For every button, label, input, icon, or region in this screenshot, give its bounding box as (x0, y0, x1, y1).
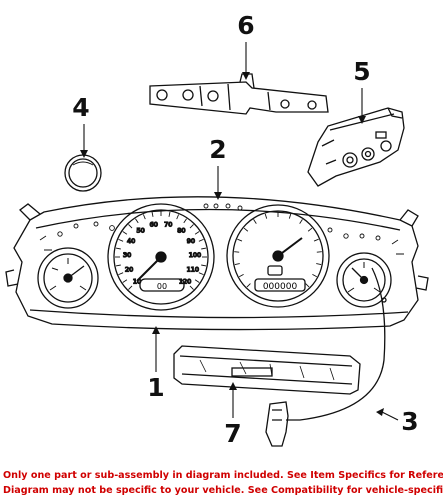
part-7-lens-strip (173, 345, 361, 395)
gauge-tick (305, 283, 310, 288)
warning-indicators (39, 203, 404, 255)
callout-6: 6 (237, 11, 254, 40)
speedometer-label: 80 (177, 226, 185, 234)
callout-1: 1 (147, 373, 164, 402)
gauge-tick (264, 213, 268, 219)
gauge-tick (243, 227, 249, 232)
gauge-tick (316, 263, 322, 266)
speedometer-label: 60 (150, 220, 158, 228)
gauge-tick (118, 272, 124, 276)
gauge-tick (201, 264, 207, 267)
gauge-tick (201, 247, 207, 250)
gauge-tick (307, 227, 313, 232)
gauge-tick (189, 224, 194, 229)
gauge-tick (234, 263, 240, 266)
gauge-tick (198, 272, 204, 276)
gauge-tick (299, 219, 303, 224)
speedometer-label: 120 (179, 278, 191, 286)
gauge-tick (122, 231, 128, 235)
gauge-tick (194, 279, 200, 283)
speedometer-label: 50 (136, 226, 144, 234)
gauge-tick (115, 247, 121, 250)
speedometer-label: 100 (189, 251, 201, 259)
speedometer-label: 40 (127, 237, 135, 245)
gauge-tick (115, 264, 121, 267)
gauge-tick (142, 214, 146, 220)
tach-odometer-readout: 000000 (263, 282, 298, 292)
part-5-switch-module (307, 107, 405, 187)
callout-3: 3 (401, 407, 418, 436)
gauge-tick (122, 279, 128, 283)
gauge-tick (288, 213, 292, 219)
speedometer-label: 10 (133, 278, 141, 286)
speedometer-label: 70 (164, 220, 172, 228)
odometer-readout: 00 (157, 282, 167, 291)
notice-line-1: Only one part or sub-assembly in diagram… (3, 470, 443, 481)
leader-arrowheads (80, 72, 384, 416)
gauge-tick (313, 238, 319, 242)
speedometer-label: 30 (123, 251, 131, 259)
callout-5: 5 (353, 57, 370, 86)
gauge-tick (237, 238, 243, 242)
gauge-tick (151, 211, 154, 217)
gauge-tick (128, 285, 133, 290)
gauge-tick (246, 283, 251, 288)
gauge-tick (176, 214, 180, 220)
gauge-tick (118, 238, 124, 242)
speedometer-label: 20 (125, 265, 133, 273)
compatibility-notice: Only one part or sub-assembly in diagram… (0, 466, 443, 500)
part-3-cable (265, 267, 387, 447)
callout-7: 7 (224, 419, 241, 448)
gauge-tick (194, 231, 200, 235)
part-6-bracket (149, 73, 329, 115)
tachometer-ticks (234, 212, 322, 288)
gauge-tick (253, 219, 257, 224)
speedometer-label: 110 (187, 265, 199, 273)
gauge-tick (198, 238, 204, 242)
gauge-tick (238, 273, 244, 278)
gauge-tick (189, 285, 194, 290)
gauge-tick (312, 273, 318, 278)
callout-4: 4 (72, 93, 89, 122)
part-4-round-lens (64, 154, 102, 192)
gauge-tick (128, 224, 133, 229)
gauge-tick (135, 218, 139, 224)
gauge-tick (168, 211, 171, 217)
notice-line-2: Diagram may not be specific to your vehi… (3, 485, 443, 496)
speedometer-label: 90 (187, 237, 195, 245)
leader-lines (83, 42, 399, 421)
gauge-tick (183, 218, 187, 224)
callout-2: 2 (209, 135, 226, 164)
